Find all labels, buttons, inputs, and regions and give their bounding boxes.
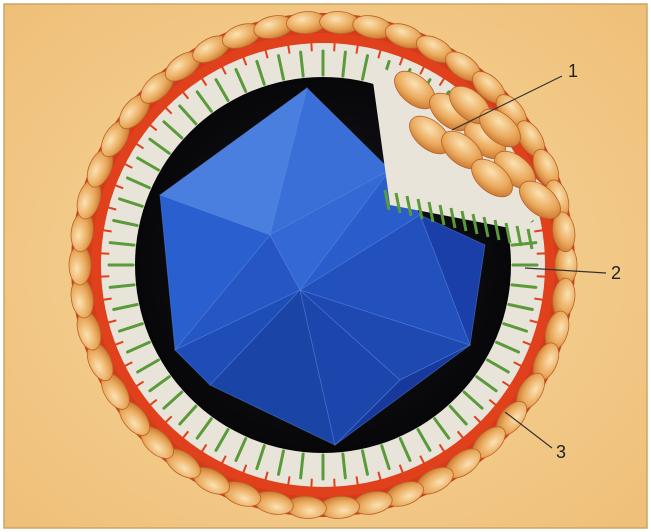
membrane-linker bbox=[334, 33, 335, 51]
label-2: 2 bbox=[611, 263, 621, 283]
membrane-linker bbox=[537, 276, 555, 277]
label-1: 1 bbox=[568, 61, 578, 81]
membrane-linker bbox=[334, 479, 335, 497]
membrane-linker bbox=[91, 276, 109, 277]
membrane-linker bbox=[311, 479, 312, 497]
membrane-linker bbox=[91, 253, 109, 254]
membrane-linker bbox=[537, 253, 555, 254]
membrane-linker bbox=[311, 33, 312, 51]
label-3: 3 bbox=[556, 442, 566, 462]
